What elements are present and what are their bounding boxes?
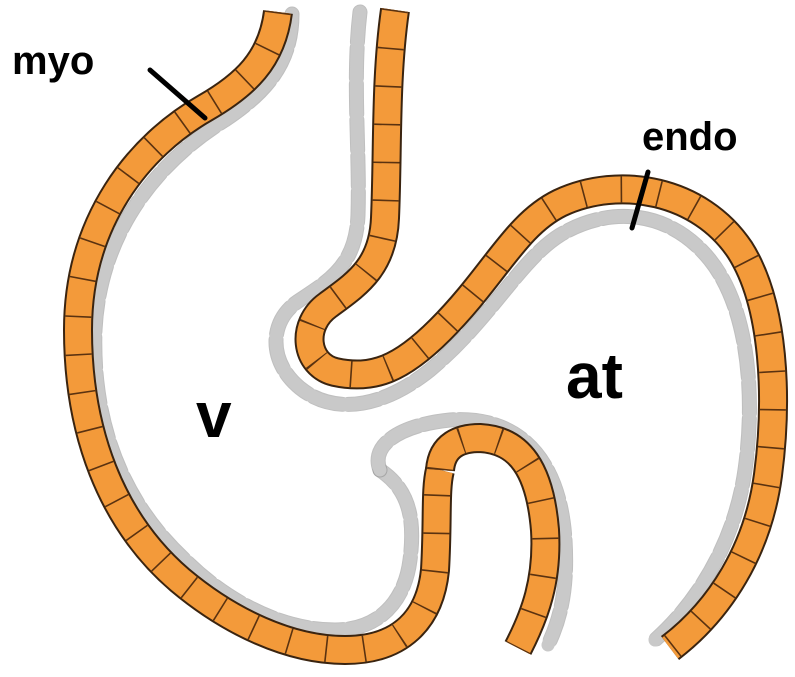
- endocardium-inner-loop-fill: [276, 12, 749, 640]
- myocardium-lower-channel: [440, 438, 545, 648]
- endo-label: endo: [642, 115, 738, 159]
- ventricle-label: v: [196, 379, 232, 451]
- endocardium-inner-loop: [276, 12, 749, 640]
- atrium-label: at: [566, 340, 623, 412]
- myo-label: myo: [12, 39, 94, 83]
